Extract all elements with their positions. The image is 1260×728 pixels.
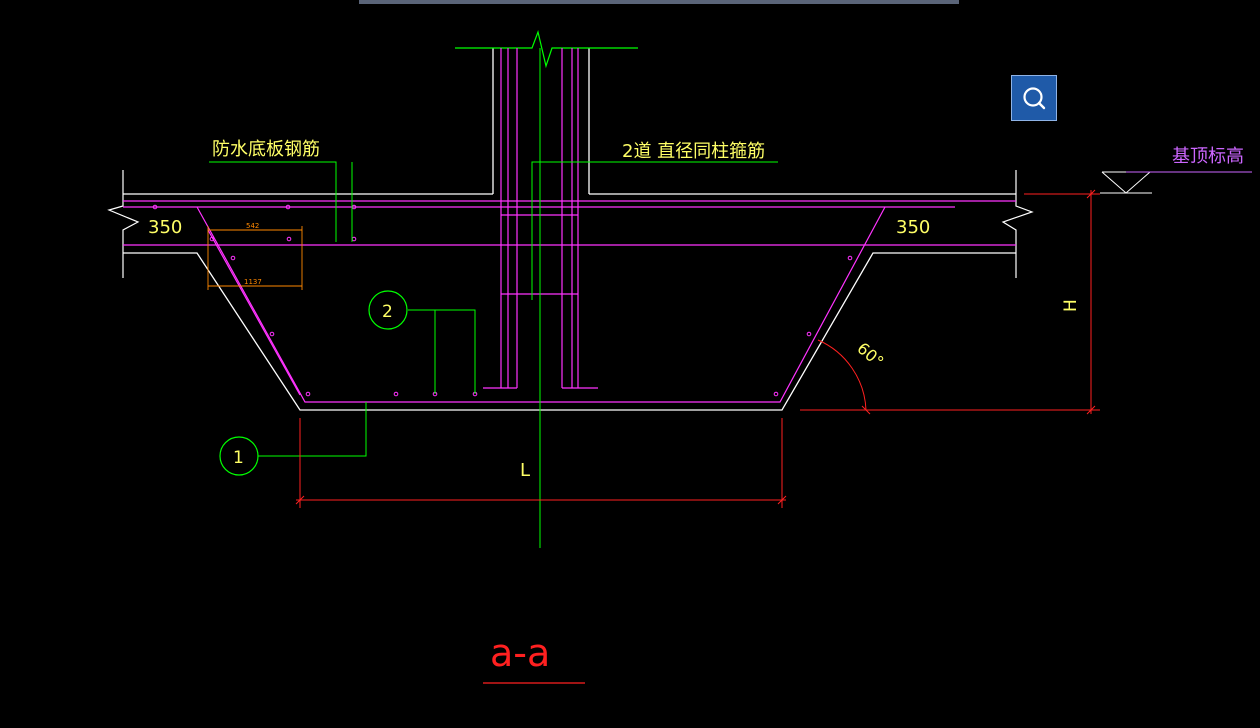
slab-thickness-left: 350 bbox=[148, 217, 182, 238]
dimension-lines bbox=[295, 189, 1100, 508]
callout-number-2: 2 bbox=[382, 302, 393, 322]
stirrup-note-label: 2道 直径同柱箍筋 bbox=[622, 141, 765, 162]
break-symbol-right bbox=[1001, 170, 1034, 278]
top-scroll-bar bbox=[359, 0, 959, 4]
height-symbol: H bbox=[1061, 299, 1081, 312]
concrete-outline bbox=[123, 48, 1016, 411]
rebar-lines bbox=[123, 48, 1016, 403]
length-symbol: L bbox=[520, 460, 530, 481]
foundation-top-elevation-label: 基顶标高 bbox=[1172, 146, 1244, 167]
callout-number-1: 1 bbox=[233, 448, 244, 468]
slab-thickness-right: 350 bbox=[896, 217, 930, 238]
search-icon bbox=[1023, 87, 1046, 110]
search-button[interactable] bbox=[1011, 75, 1057, 121]
small-dim-542: 542 bbox=[246, 222, 259, 230]
break-symbol-left bbox=[107, 170, 140, 278]
small-dim-1137: 1137 bbox=[244, 278, 262, 286]
angle-label: 60° bbox=[853, 339, 887, 372]
section-title: a-a bbox=[490, 631, 550, 675]
rebar-dots bbox=[152, 204, 853, 397]
callout-circles bbox=[219, 290, 408, 476]
small-dimension-lines bbox=[207, 226, 303, 290]
leader-lines bbox=[209, 161, 1100, 457]
elevation-symbol bbox=[1100, 171, 1152, 194]
column-break-line bbox=[455, 29, 638, 69]
waterproof-rebar-label: 防水底板钢筋 bbox=[212, 139, 320, 160]
